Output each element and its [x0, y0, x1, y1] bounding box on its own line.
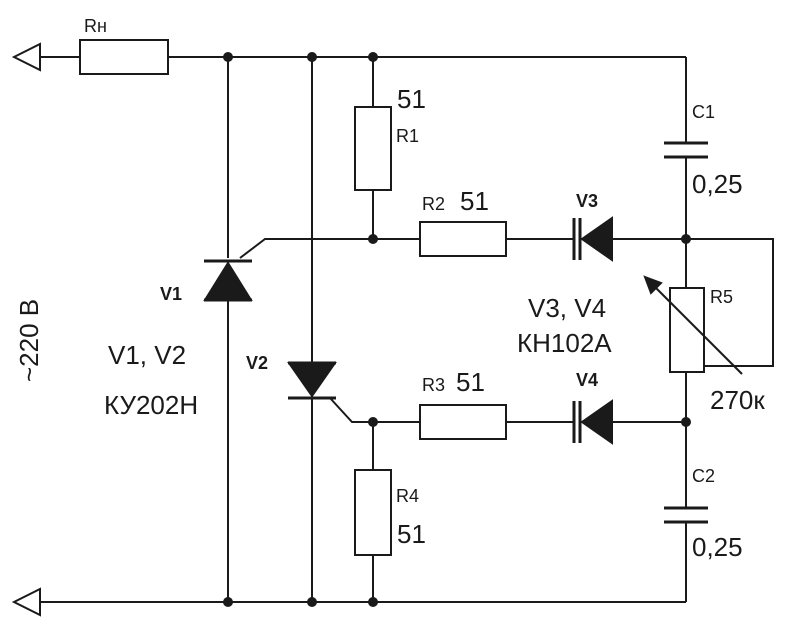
r5-arrow-head-icon: [643, 275, 663, 295]
junction-dot: [368, 417, 378, 427]
diode-v4-icon: [572, 399, 613, 445]
label-r5-value: 270к: [710, 385, 765, 415]
junction-dot: [681, 417, 691, 427]
r5-variable-arrow-icon: [651, 283, 743, 375]
label-rn: Rн: [84, 16, 107, 36]
junction-dot: [368, 52, 378, 62]
label-c1-value: 0,25: [692, 169, 743, 199]
label-r4-value: 51: [397, 519, 426, 549]
terminal-top-arrow-icon: [11, 42, 41, 72]
resistor-r4: [354, 469, 392, 556]
label-r4: R4: [396, 486, 419, 506]
resistor-r3: [419, 404, 507, 440]
resistor-r2: [419, 221, 507, 257]
label-r5: R5: [710, 287, 733, 307]
label-r2-value: 51: [460, 186, 489, 216]
v2-gate-wire: [329, 397, 420, 423]
junction-dot: [368, 234, 378, 244]
label-v2: V2: [246, 353, 268, 373]
r5-wiper-loop: [686, 238, 774, 367]
note-diodes-type: КН102А: [517, 328, 612, 358]
label-r2: R2: [422, 194, 445, 214]
terminal-bottom-arrow-icon: [11, 587, 41, 617]
v1-gate-wire: [239, 238, 420, 259]
supply-label: ~220 В: [14, 299, 44, 382]
label-c2-value: 0,25: [692, 532, 743, 562]
label-v1: V1: [160, 284, 182, 304]
resistor-r1: [354, 106, 392, 191]
label-r3: R3: [422, 375, 445, 395]
label-r3-value: 51: [456, 367, 485, 397]
label-v4: V4: [576, 370, 598, 390]
load-resistor-rn: [79, 39, 169, 75]
label-v3: V3: [576, 191, 598, 211]
diode-v3-icon: [572, 216, 613, 262]
note-diodes-group: V3, V4: [528, 293, 606, 323]
label-c2: C2: [692, 466, 715, 486]
junction-dot: [681, 234, 691, 244]
junction-dot: [368, 597, 378, 607]
capacitor-c2: [664, 506, 708, 524]
junction-dot: [307, 52, 317, 62]
capacitor-c1: [664, 141, 708, 159]
thyristor-v1-icon: [203, 259, 253, 302]
label-r1: R1: [396, 126, 419, 146]
note-thyristors-group: V1, V2: [108, 340, 186, 370]
note-thyristors-type: КУ202Н: [104, 390, 198, 420]
label-c1: C1: [692, 102, 715, 122]
thyristor-v2-icon: [287, 361, 337, 400]
junction-dot: [223, 52, 233, 62]
label-r1-value: 51: [397, 84, 426, 114]
junction-dot: [223, 597, 233, 607]
wires: [40, 56, 774, 603]
junctions: [223, 52, 691, 607]
junction-dot: [307, 597, 317, 607]
